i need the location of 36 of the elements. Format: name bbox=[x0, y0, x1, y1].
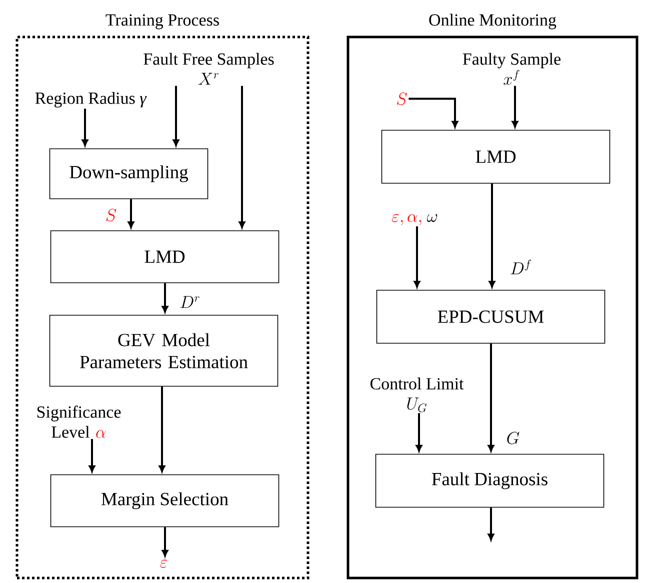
arrow bbox=[82, 108, 88, 146]
arrow bbox=[488, 184, 496, 288]
arrow bbox=[414, 226, 420, 288]
process-box: GEV Model Parameters Estimation bbox=[49, 314, 278, 387]
node-label: Training Process bbox=[106, 14, 219, 30]
arrow bbox=[512, 86, 518, 128]
arrow bbox=[488, 508, 494, 540]
arrow bbox=[416, 413, 422, 452]
arrow bbox=[172, 86, 180, 146]
arrow bbox=[162, 527, 168, 557]
input-label: Region Radius γ bbox=[35, 92, 147, 108]
node-label: Online Monitoring bbox=[429, 14, 556, 30]
process-box: Fault Diagnosis bbox=[375, 454, 604, 508]
input-label: Significance Level $\alpha$ bbox=[37, 406, 121, 438]
process-box: LMD bbox=[381, 130, 610, 184]
process-box: EPD-CUSUM bbox=[376, 290, 606, 344]
edge-label: $G$ bbox=[507, 432, 520, 444]
edge-label: $S$ bbox=[106, 208, 116, 222]
input-label: Faulty Sample $x^{f}$ bbox=[462, 52, 561, 85]
process-box: LMD bbox=[50, 230, 280, 284]
arrow bbox=[238, 86, 246, 228]
edge-label: $D^{f}$ bbox=[510, 260, 532, 274]
input-label: $S$ bbox=[396, 92, 408, 105]
process-box: Down-sampling bbox=[49, 148, 208, 200]
arrow bbox=[408, 98, 458, 128]
arrow bbox=[162, 283, 168, 313]
input-label: Fault Free Samples $X^{r}$ bbox=[144, 52, 274, 85]
arrow bbox=[88, 439, 96, 472]
edge-label: $D^{r}$ bbox=[180, 296, 200, 308]
input-label: Control Limit $U_{G}$ bbox=[370, 378, 464, 412]
input-label: $\varepsilon, \alpha,$ $\omega$ bbox=[392, 214, 438, 226]
input-label: $\varepsilon$ bbox=[160, 560, 168, 568]
process-box: Margin Selection bbox=[50, 474, 280, 528]
arrow bbox=[158, 386, 166, 472]
arrow bbox=[488, 344, 494, 452]
arrow bbox=[128, 199, 134, 228]
